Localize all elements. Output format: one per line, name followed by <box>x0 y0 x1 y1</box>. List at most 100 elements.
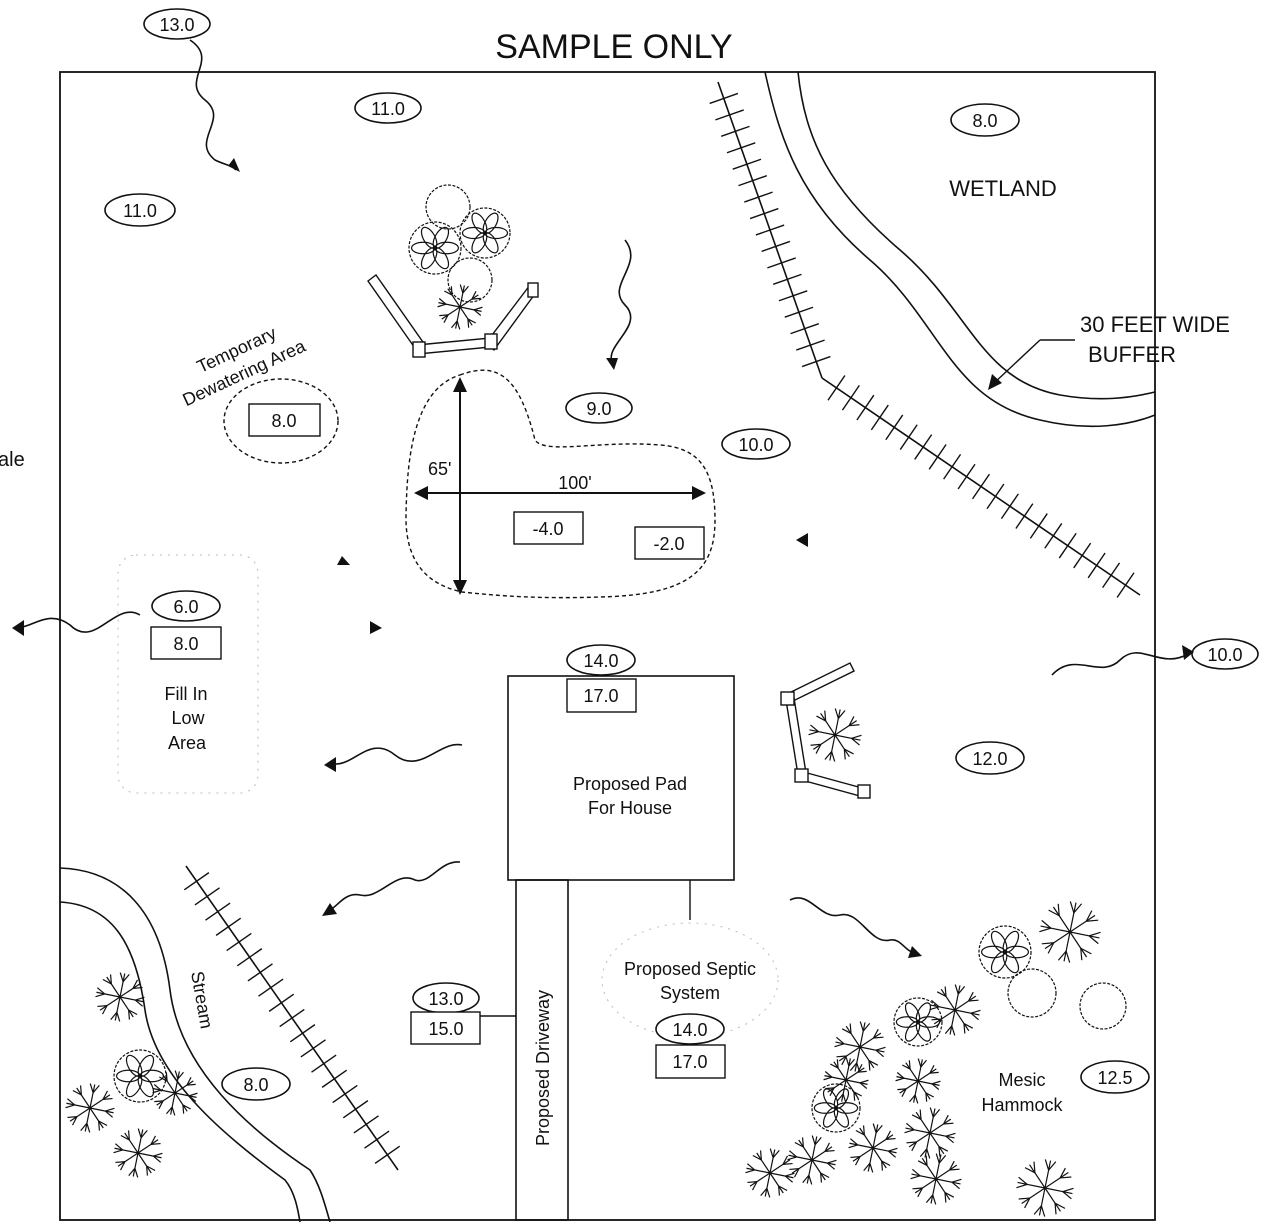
svg-text:11.0: 11.0 <box>123 201 157 221</box>
dewatering-area: 8.0 <box>223 378 339 464</box>
svg-text:10.0: 10.0 <box>1207 645 1242 665</box>
tree-icon <box>895 1058 941 1104</box>
retaining-wall <box>780 662 871 799</box>
tree-icon <box>745 1148 795 1198</box>
svg-text:10.0: 10.0 <box>738 435 773 455</box>
hatch-tick <box>300 1039 326 1058</box>
pond-dim-horizontal: 100' <box>558 473 591 493</box>
septic-label-line2: System <box>660 983 720 1003</box>
hatch-tick <box>709 92 739 105</box>
svg-text:8.0: 8.0 <box>972 111 997 131</box>
tree-icon <box>152 1070 198 1116</box>
hatch-tick <box>1015 503 1034 529</box>
hatch-tick <box>790 323 820 335</box>
hatch-tick <box>971 473 991 500</box>
hatch-tick <box>778 290 808 302</box>
tree-icon <box>459 207 511 259</box>
svg-text:15.0: 15.0 <box>428 1019 463 1039</box>
svg-text:14.0: 14.0 <box>583 651 618 671</box>
pond-depth-left: -4.0 <box>513 511 584 545</box>
hatch-tick <box>732 158 762 170</box>
hatch-tick <box>236 948 263 967</box>
tree-icon <box>1039 901 1101 963</box>
svg-text:17.0: 17.0 <box>583 686 618 706</box>
hatch-tick <box>268 993 295 1012</box>
hatch-tick <box>899 424 918 450</box>
hammock-elevation: 12.5 <box>1080 1060 1150 1094</box>
spot-elevation: 10.0 <box>1191 638 1259 670</box>
hatch-tick <box>342 1100 369 1119</box>
tree-icon <box>929 984 981 1036</box>
tree-icon <box>113 1128 163 1178</box>
tree-icon <box>95 972 145 1022</box>
hatch-tick <box>738 175 768 187</box>
hatch-tick <box>885 414 904 441</box>
tree-icon <box>834 1021 886 1073</box>
svg-text:11.0: 11.0 <box>371 99 405 119</box>
retaining-wall <box>367 274 539 358</box>
tree-icon <box>65 1083 115 1133</box>
wetland-label: WETLAND <box>949 176 1057 201</box>
hatch-tick <box>1029 513 1048 539</box>
hatch-tick <box>755 224 785 236</box>
fill-label-line1: Fill In <box>164 684 207 704</box>
hatch-tick <box>215 917 242 936</box>
hatch-tick <box>1058 532 1077 559</box>
pond-excavation <box>405 369 716 599</box>
driveway: 13.0 15.0 <box>410 879 569 1221</box>
septic-system: 14.0 17.0 <box>601 880 779 1079</box>
tree-icon <box>848 1123 898 1173</box>
svg-text:-4.0: -4.0 <box>532 519 563 539</box>
pad-label-line1: Proposed Pad <box>573 774 687 794</box>
hatch-tick <box>870 404 889 431</box>
svg-text:12.5: 12.5 <box>1097 1068 1132 1088</box>
hatch-tick <box>827 375 846 401</box>
tree-icon <box>910 1153 962 1205</box>
hatch-tick <box>1044 523 1063 549</box>
spot-elevation: 9.0 <box>565 392 633 424</box>
hatch-tick <box>1087 552 1106 579</box>
hatch-tick <box>914 434 933 460</box>
hatch-tick <box>801 355 831 368</box>
hammock-label-line2: Hammock <box>981 1095 1063 1115</box>
svg-text:12.0: 12.0 <box>972 749 1007 769</box>
dewatering-label: Temporary Dewatering Area <box>179 323 309 410</box>
wetland-elevation: 8.0 <box>950 103 1020 137</box>
hatch-tick <box>194 887 220 906</box>
hatch-tick <box>1116 572 1135 598</box>
tree-icon <box>811 1083 861 1133</box>
tree-icon <box>808 708 862 762</box>
spot-elevation: 11.0 <box>104 193 176 227</box>
buffer-callout <box>988 339 1075 390</box>
hatch-tick <box>957 463 976 490</box>
svg-text:17.0: 17.0 <box>672 1052 707 1072</box>
svg-text:13.0: 13.0 <box>428 989 463 1009</box>
property-boundary <box>59 71 1156 1221</box>
tree-icon <box>787 1135 837 1185</box>
driveway-label: Proposed Driveway <box>533 990 553 1146</box>
hatch-tick <box>205 902 231 921</box>
buffer-label-line1: 30 FEET WIDE <box>1080 312 1230 337</box>
hatch-tick <box>374 1145 401 1164</box>
hatch-tick <box>841 384 860 411</box>
hatch-tick <box>784 306 814 318</box>
fill-label-line3: Area <box>168 733 207 753</box>
buffer-label-line2: BUFFER <box>1088 342 1176 367</box>
tree-icon <box>904 1107 956 1159</box>
tree-icon <box>1007 968 1057 1018</box>
hatch-tick <box>247 963 273 982</box>
stream <box>59 867 331 1222</box>
hatch-tick <box>183 872 210 891</box>
hatch-tick <box>986 483 1005 510</box>
svg-text:9.0: 9.0 <box>586 399 611 419</box>
fill-area: 6.0 8.0 <box>117 554 259 794</box>
hatch-tick <box>744 191 773 203</box>
cut-off-label: ale <box>0 449 25 471</box>
hatch-tick <box>856 394 875 421</box>
tree-icon <box>113 1049 167 1103</box>
hatch-tick <box>364 1130 390 1149</box>
sample-only-title: SAMPLE ONLY <box>495 28 732 66</box>
hatch-tick <box>1073 542 1092 569</box>
hatch-tick <box>720 125 750 137</box>
